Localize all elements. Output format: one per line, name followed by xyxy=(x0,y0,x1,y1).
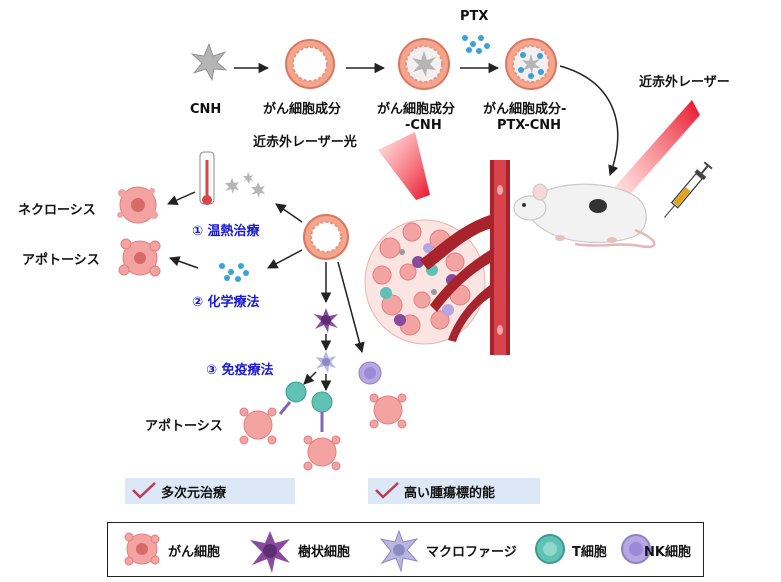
arrow-to-nk xyxy=(337,261,365,354)
label-cancer-ptx-cnh-1: がん細胞成分- xyxy=(483,101,566,117)
cancer-component-vesicle-icon xyxy=(285,39,335,89)
necrotic-cell-icon xyxy=(117,186,158,224)
legend-cancer-cell-icon xyxy=(124,532,160,566)
check-icon xyxy=(368,478,404,504)
label-cancer-cnh-1: がん細胞成分 xyxy=(377,101,455,117)
laser-beam-right xyxy=(612,100,700,200)
legend: がん細胞 樹状細胞 マクロファージ T細胞 NK細胞 xyxy=(107,522,704,577)
legend-t-cell-icon xyxy=(535,534,565,564)
label-necrosis: ネクローシス xyxy=(18,203,96,218)
feature-tumor-targeting: 高い腫瘍標的能 xyxy=(368,478,540,504)
label-cnh: CNH xyxy=(190,102,221,117)
label-near-ir-light: 近赤外レーザー光 xyxy=(253,134,357,150)
legend-dendritic-label: 樹状細胞 xyxy=(298,545,351,560)
label-apoptosis-2: アポトーシス xyxy=(145,418,223,434)
feature-multi-dimensional: 多次元治療 xyxy=(125,478,295,504)
feature-multi-text: 多次元治療 xyxy=(161,485,227,501)
arrow-to-thermo xyxy=(275,203,303,223)
cnh-particle-icon xyxy=(190,42,228,82)
feature-targeting-text: 高い腫瘍標的能 xyxy=(404,485,496,501)
legend-t-cell-label: T細胞 xyxy=(572,545,607,560)
arrow-to-apoptosis-chemo xyxy=(169,256,199,269)
released-vesicle-icon xyxy=(303,214,349,260)
legend-dendritic-cell-icon xyxy=(250,531,290,573)
mouse-icon xyxy=(513,183,656,249)
label-apoptosis-1: アポトーシス xyxy=(22,252,100,268)
syringe-icon xyxy=(663,161,713,218)
label-cancer-component: がん細胞成分 xyxy=(263,101,341,117)
label-cancer-cnh-2: -CNH xyxy=(405,118,442,133)
laser-beam-center xyxy=(378,132,430,200)
legend-cancer-cell-label: がん細胞 xyxy=(168,545,221,560)
legend-nk-cell-icon xyxy=(621,534,651,564)
t-cell-icon xyxy=(278,381,333,432)
arrow-to-mouse xyxy=(559,65,619,176)
apoptotic-cell-icon xyxy=(118,238,161,277)
label-ptx: PTX xyxy=(460,9,488,24)
ptx-drug-icon xyxy=(462,35,490,54)
legend-macrophage-label: マクロファージ xyxy=(426,545,517,560)
check-icon xyxy=(125,478,161,504)
legend-macrophage-icon xyxy=(379,529,419,573)
arrow-to-necrosis xyxy=(167,191,196,205)
label-immuno-therapy: ③ 免疫療法 xyxy=(206,362,274,378)
apoptotic-cell-cluster-icon xyxy=(239,393,407,471)
label-cancer-ptx-cnh-2: PTX-CNH xyxy=(497,118,561,133)
legend-nk-cell-label: NK細胞 xyxy=(644,545,691,560)
arrow-to-chemo xyxy=(267,249,303,269)
label-chemo-therapy: ② 化学療法 xyxy=(192,294,260,310)
cnh-particles-small-icon xyxy=(225,172,265,198)
macrophage-icon xyxy=(316,351,336,373)
arrow-macro-to-t1 xyxy=(303,371,317,385)
nk-cell-icon xyxy=(358,361,382,385)
cancer-ptx-cnh-vesicle-icon xyxy=(505,38,557,90)
label-near-ir-laser: 近赤外レーザー xyxy=(639,74,730,90)
ptx-drug-small-icon xyxy=(219,263,249,282)
label-thermo-therapy: ① 温熱治療 xyxy=(192,223,261,239)
blood-vessel-icon xyxy=(420,160,510,355)
thermometer-icon xyxy=(199,151,215,205)
dendritic-cell-icon xyxy=(314,308,338,333)
cancer-cnh-vesicle-icon xyxy=(398,38,450,90)
